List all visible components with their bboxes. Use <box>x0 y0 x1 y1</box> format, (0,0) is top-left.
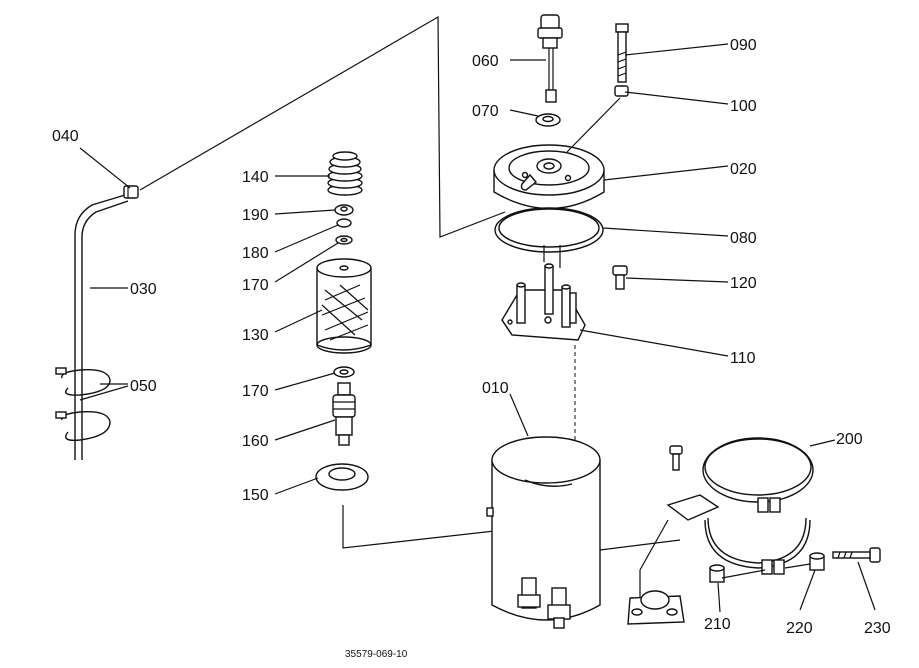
label-120: 120 <box>730 275 757 292</box>
plate-110 <box>501 245 586 341</box>
part-labels: 040 030 050 140 190 180 170 130 170 160 … <box>52 37 891 637</box>
label-160: 160 <box>242 433 269 450</box>
spring-140 <box>327 151 363 196</box>
filter-element-130 <box>316 258 372 354</box>
label-060: 060 <box>472 53 499 70</box>
oring-170-bottom <box>333 366 355 378</box>
label-220: 220 <box>786 620 813 637</box>
label-170-top: 170 <box>242 277 269 294</box>
label-010: 010 <box>482 380 509 397</box>
washer-190 <box>334 204 354 216</box>
washer-070 <box>535 113 561 127</box>
label-200: 200 <box>836 431 863 448</box>
gasket-150 <box>315 463 369 491</box>
label-050: 050 <box>130 378 157 395</box>
oring-080 <box>494 207 604 253</box>
label-130: 130 <box>242 327 269 344</box>
clip-040 <box>123 185 139 199</box>
label-140: 140 <box>242 169 269 186</box>
screw-120 <box>612 265 628 290</box>
label-190: 190 <box>242 207 269 224</box>
clamps-050 <box>55 367 111 442</box>
label-090: 090 <box>730 37 757 54</box>
bushing-220 <box>809 552 825 571</box>
head-020 <box>493 97 621 210</box>
valve-160 <box>332 382 356 446</box>
label-110: 110 <box>730 350 756 367</box>
washer-180 <box>336 218 352 228</box>
pipe-030 <box>74 194 129 460</box>
label-170-bottom: 170 <box>242 383 269 400</box>
bushing-210 <box>709 564 725 583</box>
drawing-number: 35579-069-10 <box>345 649 408 660</box>
label-040: 040 <box>52 128 79 145</box>
sensor-body <box>627 590 685 625</box>
bowl-010 <box>486 436 601 629</box>
bolt-small <box>669 445 683 471</box>
label-180: 180 <box>242 245 269 262</box>
nut-100 <box>614 85 629 97</box>
label-080: 080 <box>730 230 757 247</box>
label-020: 020 <box>730 161 757 178</box>
band-200 <box>666 437 814 575</box>
bolt-090 <box>615 23 629 83</box>
bolt-060 <box>537 14 563 103</box>
leader-lines <box>79 43 876 613</box>
label-150: 150 <box>242 487 269 504</box>
label-100: 100 <box>730 98 757 115</box>
label-230: 230 <box>864 620 891 637</box>
label-210: 210 <box>704 616 731 633</box>
label-070: 070 <box>472 103 499 120</box>
label-030: 030 <box>130 281 157 298</box>
oring-170-top <box>335 235 353 245</box>
bolt-230 <box>832 547 881 563</box>
